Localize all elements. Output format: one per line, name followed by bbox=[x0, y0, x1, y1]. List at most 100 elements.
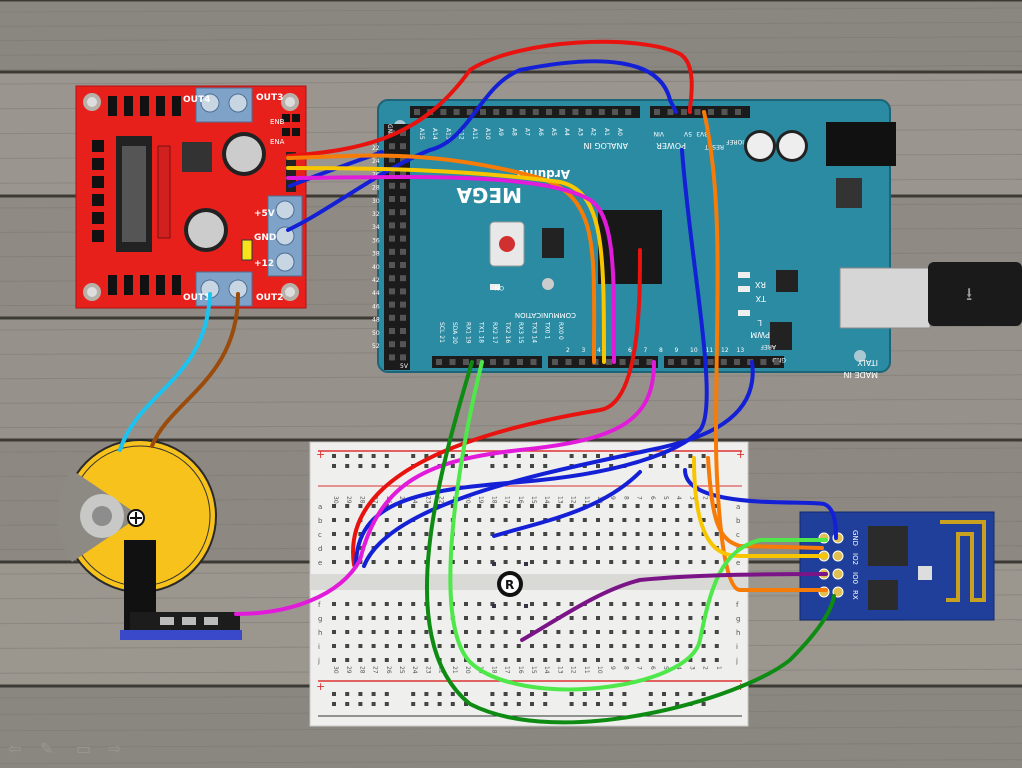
bb-column-label-bottom: 6 bbox=[649, 666, 656, 670]
terminal-power bbox=[267, 195, 303, 277]
analog-pin-label: A10 bbox=[484, 128, 491, 140]
tx-led-label: TX bbox=[755, 294, 767, 303]
bb-column-label-bottom: 4 bbox=[675, 666, 682, 670]
bb-column-label-bottom: 28 bbox=[358, 666, 365, 674]
bb-column-label-top: 8 bbox=[622, 496, 629, 500]
pwm-pin-label: 2 bbox=[566, 347, 570, 354]
bb-row-label: c bbox=[318, 531, 322, 539]
digital-pin-label: 24 bbox=[372, 158, 380, 165]
terminal-out3-out4 bbox=[195, 87, 253, 123]
wire-red-breadboard bbox=[351, 248, 642, 567]
analog-pin-label: A6 bbox=[537, 128, 544, 136]
wire-magenta-in3 bbox=[286, 175, 617, 364]
diode-row-bottom bbox=[108, 275, 181, 295]
bb-column-label-bottom: 12 bbox=[570, 666, 577, 674]
wire-green-tx bbox=[424, 360, 836, 725]
analog-pin-label: A3 bbox=[576, 128, 583, 136]
digital-pin-label: 46 bbox=[372, 303, 380, 310]
bb-column-label-top: 18 bbox=[490, 496, 497, 504]
bb-column-label-bottom: 29 bbox=[345, 666, 352, 674]
esp-pin-io0: IO0 bbox=[851, 572, 859, 584]
usb-port bbox=[839, 267, 931, 329]
bb-column-label-bottom: 17 bbox=[504, 666, 511, 674]
label-5v: +5V bbox=[254, 209, 275, 219]
wire-purple-button bbox=[520, 572, 828, 642]
bb-row-label: e bbox=[736, 559, 740, 567]
encoder-base bbox=[120, 630, 242, 640]
bb-column-label-top: 20 bbox=[464, 496, 471, 504]
bb-column-label-top: 15 bbox=[530, 496, 537, 504]
analog-pin-label: A11 bbox=[471, 128, 478, 140]
jumper-5v bbox=[241, 239, 253, 261]
model-label: MEGA bbox=[456, 183, 522, 207]
pencil-icon[interactable]: ✎ bbox=[40, 739, 53, 758]
bb-row-label: c bbox=[736, 531, 740, 539]
digital-pin-label: 40 bbox=[372, 264, 380, 271]
dc-motor-encoder bbox=[57, 439, 242, 640]
digital-pin-label: 36 bbox=[372, 237, 380, 244]
bb-column-label-bottom: 11 bbox=[583, 666, 590, 674]
l-led-label: L bbox=[757, 318, 762, 327]
comm-pin-label: TX3 14 bbox=[530, 321, 537, 343]
prev-arrow-icon[interactable]: ⇦ bbox=[8, 739, 21, 758]
bb-row-label: h bbox=[736, 629, 740, 637]
pwm-pin-label: 11 bbox=[706, 347, 714, 354]
usb-icon: ⭳ bbox=[966, 284, 972, 305]
pwm-pin-label: 8 bbox=[659, 347, 663, 354]
bb-row-label: f bbox=[736, 601, 739, 609]
bb-column-label-top: 17 bbox=[504, 496, 511, 504]
bb-column-label-bottom: 30 bbox=[332, 666, 339, 674]
bb-column-label-top: 6 bbox=[649, 496, 656, 500]
bb-column-label-top: 16 bbox=[517, 496, 524, 504]
digital-pin-label: 26 bbox=[372, 171, 380, 178]
bb-column-label-bottom: 15 bbox=[530, 666, 537, 674]
reset-push-button[interactable]: R bbox=[492, 562, 528, 608]
analog-pin-label: A14 bbox=[431, 128, 438, 140]
bb-column-label-top: 14 bbox=[543, 496, 550, 504]
digital-pin-label: 32 bbox=[372, 211, 380, 218]
bb-column-label-bottom: 3 bbox=[688, 666, 695, 670]
digital-pin-label: 50 bbox=[372, 330, 380, 337]
bb-column-label-bottom: 23 bbox=[424, 666, 431, 674]
bb-row-label: b bbox=[736, 517, 741, 525]
ioref-pin-label: IOREF bbox=[726, 138, 744, 145]
bb-column-label-bottom: 18 bbox=[490, 666, 497, 674]
pwm-pin-label: 3 bbox=[582, 347, 586, 354]
analog-pin-label: A0 bbox=[616, 128, 623, 136]
wire-red-5v bbox=[286, 39, 694, 158]
label-out3: OUT3 bbox=[256, 93, 283, 103]
bb-column-label-top: 28 bbox=[358, 496, 365, 504]
analog-in-label: ANALOG IN bbox=[584, 141, 629, 150]
diode-row-top bbox=[108, 96, 181, 116]
bb-row-label: g bbox=[318, 615, 322, 623]
pwm-pin-label: 4 bbox=[597, 347, 601, 354]
pwm-pin-label: 6 bbox=[628, 347, 632, 354]
comm-pin-label: RX2 17 bbox=[491, 322, 498, 344]
comm-pin-label: TX2 16 bbox=[504, 321, 511, 343]
bb-column-label-bottom: 8 bbox=[622, 666, 629, 670]
wire-blue-short bbox=[492, 470, 642, 538]
bb-row-label: i bbox=[318, 643, 320, 651]
made-in-label: MADE IN bbox=[844, 370, 878, 379]
bb-column-label-bottom: 27 bbox=[372, 666, 379, 674]
blank-slide-icon[interactable]: ▭ bbox=[76, 739, 91, 758]
bb-column-label-top: 11 bbox=[583, 496, 590, 504]
comm-pin-label: RX1 19 bbox=[464, 322, 471, 344]
comm-pin-label: SDA 20 bbox=[451, 322, 458, 344]
bb-column-label-bottom: 5 bbox=[662, 666, 669, 670]
digital-pin-label: 52 bbox=[372, 343, 380, 350]
bb-column-label-top: 5 bbox=[662, 496, 669, 500]
bb-column-label-top: 24 bbox=[411, 496, 418, 504]
next-arrow-icon[interactable]: ⇨ bbox=[108, 739, 121, 758]
bb-column-label-top: 19 bbox=[477, 496, 484, 504]
icsp-usb bbox=[770, 322, 792, 350]
bb-row-label: a bbox=[318, 503, 322, 511]
3v3-pin-label: 3V3 bbox=[696, 130, 708, 137]
bb-column-label-bottom: 16 bbox=[517, 666, 524, 674]
digital-pin-label: 22 bbox=[372, 145, 380, 152]
esp-chip bbox=[868, 526, 908, 566]
power-jack bbox=[826, 122, 896, 166]
wire-orange-short bbox=[706, 456, 824, 550]
